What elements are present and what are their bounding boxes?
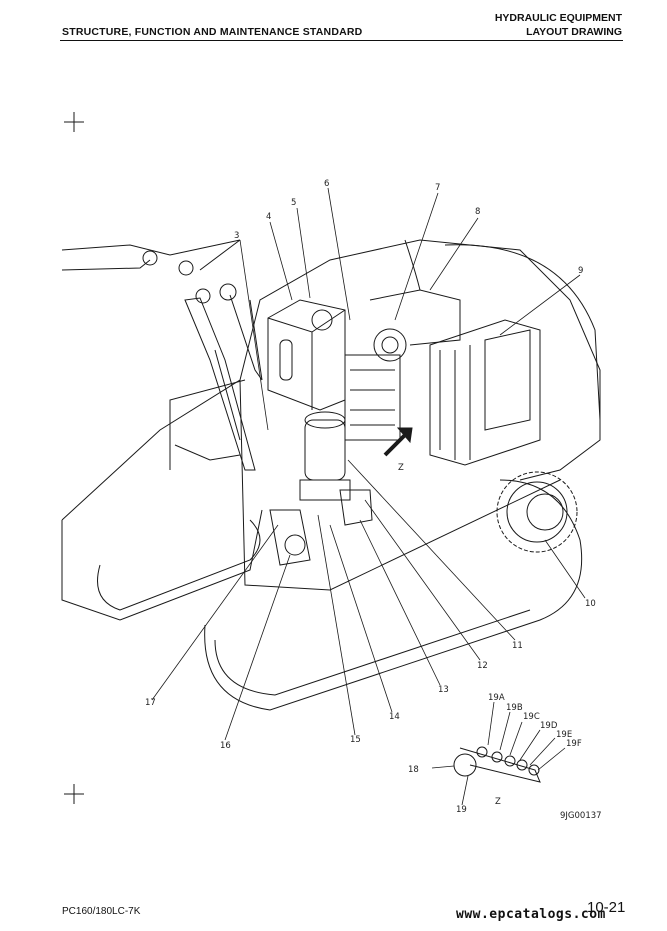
detail-labels: 18 19 19A 19B 19C 19D 19E 19F Z 9JG00137 [408, 693, 602, 821]
callout-19: 19 [456, 805, 467, 815]
callout-8: 8 [475, 207, 480, 217]
callout-10: 10 [585, 599, 596, 609]
chapter-title: HYDRAULIC EQUIPMENT [494, 12, 622, 24]
callout-19b: 19B [506, 703, 523, 713]
detail-view-z [431, 701, 566, 806]
callout-5: 5 [291, 198, 296, 208]
callout-19c: 19C [523, 712, 540, 722]
watermark-url[interactable]: www.epcatalogs.com [456, 907, 606, 922]
boom-assembly [61, 239, 263, 471]
callout-13: 13 [438, 685, 449, 695]
oil-cooler [429, 319, 541, 466]
callout-19d: 19D [540, 721, 558, 731]
callout-9: 9 [578, 266, 583, 276]
callout-14: 14 [389, 712, 400, 722]
header-rule [60, 40, 623, 41]
page-number: 10-21 [587, 899, 626, 916]
travel-motor [496, 471, 578, 553]
callout-12: 12 [477, 661, 488, 671]
callout-6: 6 [324, 179, 329, 189]
registration-mark-bottom [64, 784, 84, 804]
callout-19a: 19A [488, 693, 505, 703]
registration-mark-top [64, 112, 84, 132]
callout-3: 3 [234, 231, 239, 241]
callout-4: 4 [266, 212, 271, 222]
callout-19f: 19F [566, 739, 582, 749]
callout-15: 15 [350, 735, 361, 745]
callout-7: 7 [435, 183, 440, 193]
callout-16: 16 [220, 741, 231, 751]
figure-code: 9JG00137 [560, 811, 602, 821]
view-label-detail: Z [495, 797, 501, 807]
swing-motor [299, 411, 351, 501]
hydraulic-tank [267, 299, 346, 411]
section-title: STRUCTURE, FUNCTION AND MAINTENANCE STAN… [62, 26, 363, 38]
callout-19e: 19E [556, 730, 572, 740]
callout-11: 11 [512, 641, 523, 651]
view-label-main: Z [398, 463, 404, 473]
chapter-subtitle: LAYOUT DRAWING [526, 26, 622, 38]
hydraulic-pump-area [269, 489, 373, 566]
leader-lines [151, 187, 586, 741]
callout-labels: 3 4 5 6 7 8 9 10 11 12 13 14 15 16 17 [145, 179, 596, 751]
control-valve-area [344, 239, 461, 441]
chapter-heading: HYDRAULIC EQUIPMENT LAYOUT DRAWING [495, 11, 622, 39]
view-arrow-z [383, 427, 413, 457]
excavator-outline [61, 239, 601, 711]
model-number: PC160/180LC-7K [62, 906, 141, 917]
callout-18: 18 [408, 765, 419, 775]
callout-17: 17 [145, 698, 156, 708]
